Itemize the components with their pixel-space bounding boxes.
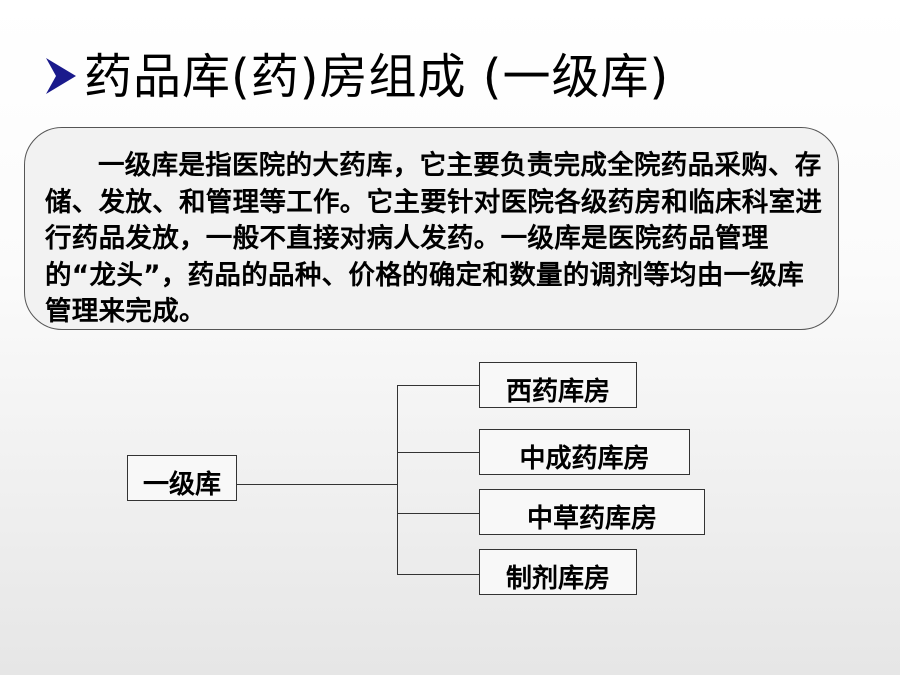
- connector-branch-3: [397, 513, 479, 514]
- connector-branch-1: [397, 385, 479, 386]
- connector-branch-2: [397, 452, 479, 453]
- slide-title: 药品库(药)房组成 (一级库): [84, 49, 670, 105]
- child-node-western-medicine: 西药库房: [479, 362, 637, 408]
- connector-root: [237, 484, 398, 485]
- child-node-chinese-herbal-medicine: 中草药库房: [479, 489, 705, 535]
- description-box: 一级库是指医院的大药库，它主要负责完成全院药品采购、存储、发放、和管理等工作。它…: [24, 127, 839, 330]
- connector-branch-4: [397, 574, 479, 575]
- root-node-primary-warehouse: 一级库: [127, 455, 237, 501]
- connector-trunk: [397, 385, 398, 574]
- description-text: 一级库是指医院的大药库，它主要负责完成全院药品采购、存储、发放、和管理等工作。它…: [45, 150, 823, 327]
- child-node-chinese-patent-medicine: 中成药库房: [479, 429, 690, 475]
- arrow-bullet-icon: [46, 58, 76, 94]
- child-node-preparations: 制剂库房: [479, 549, 637, 595]
